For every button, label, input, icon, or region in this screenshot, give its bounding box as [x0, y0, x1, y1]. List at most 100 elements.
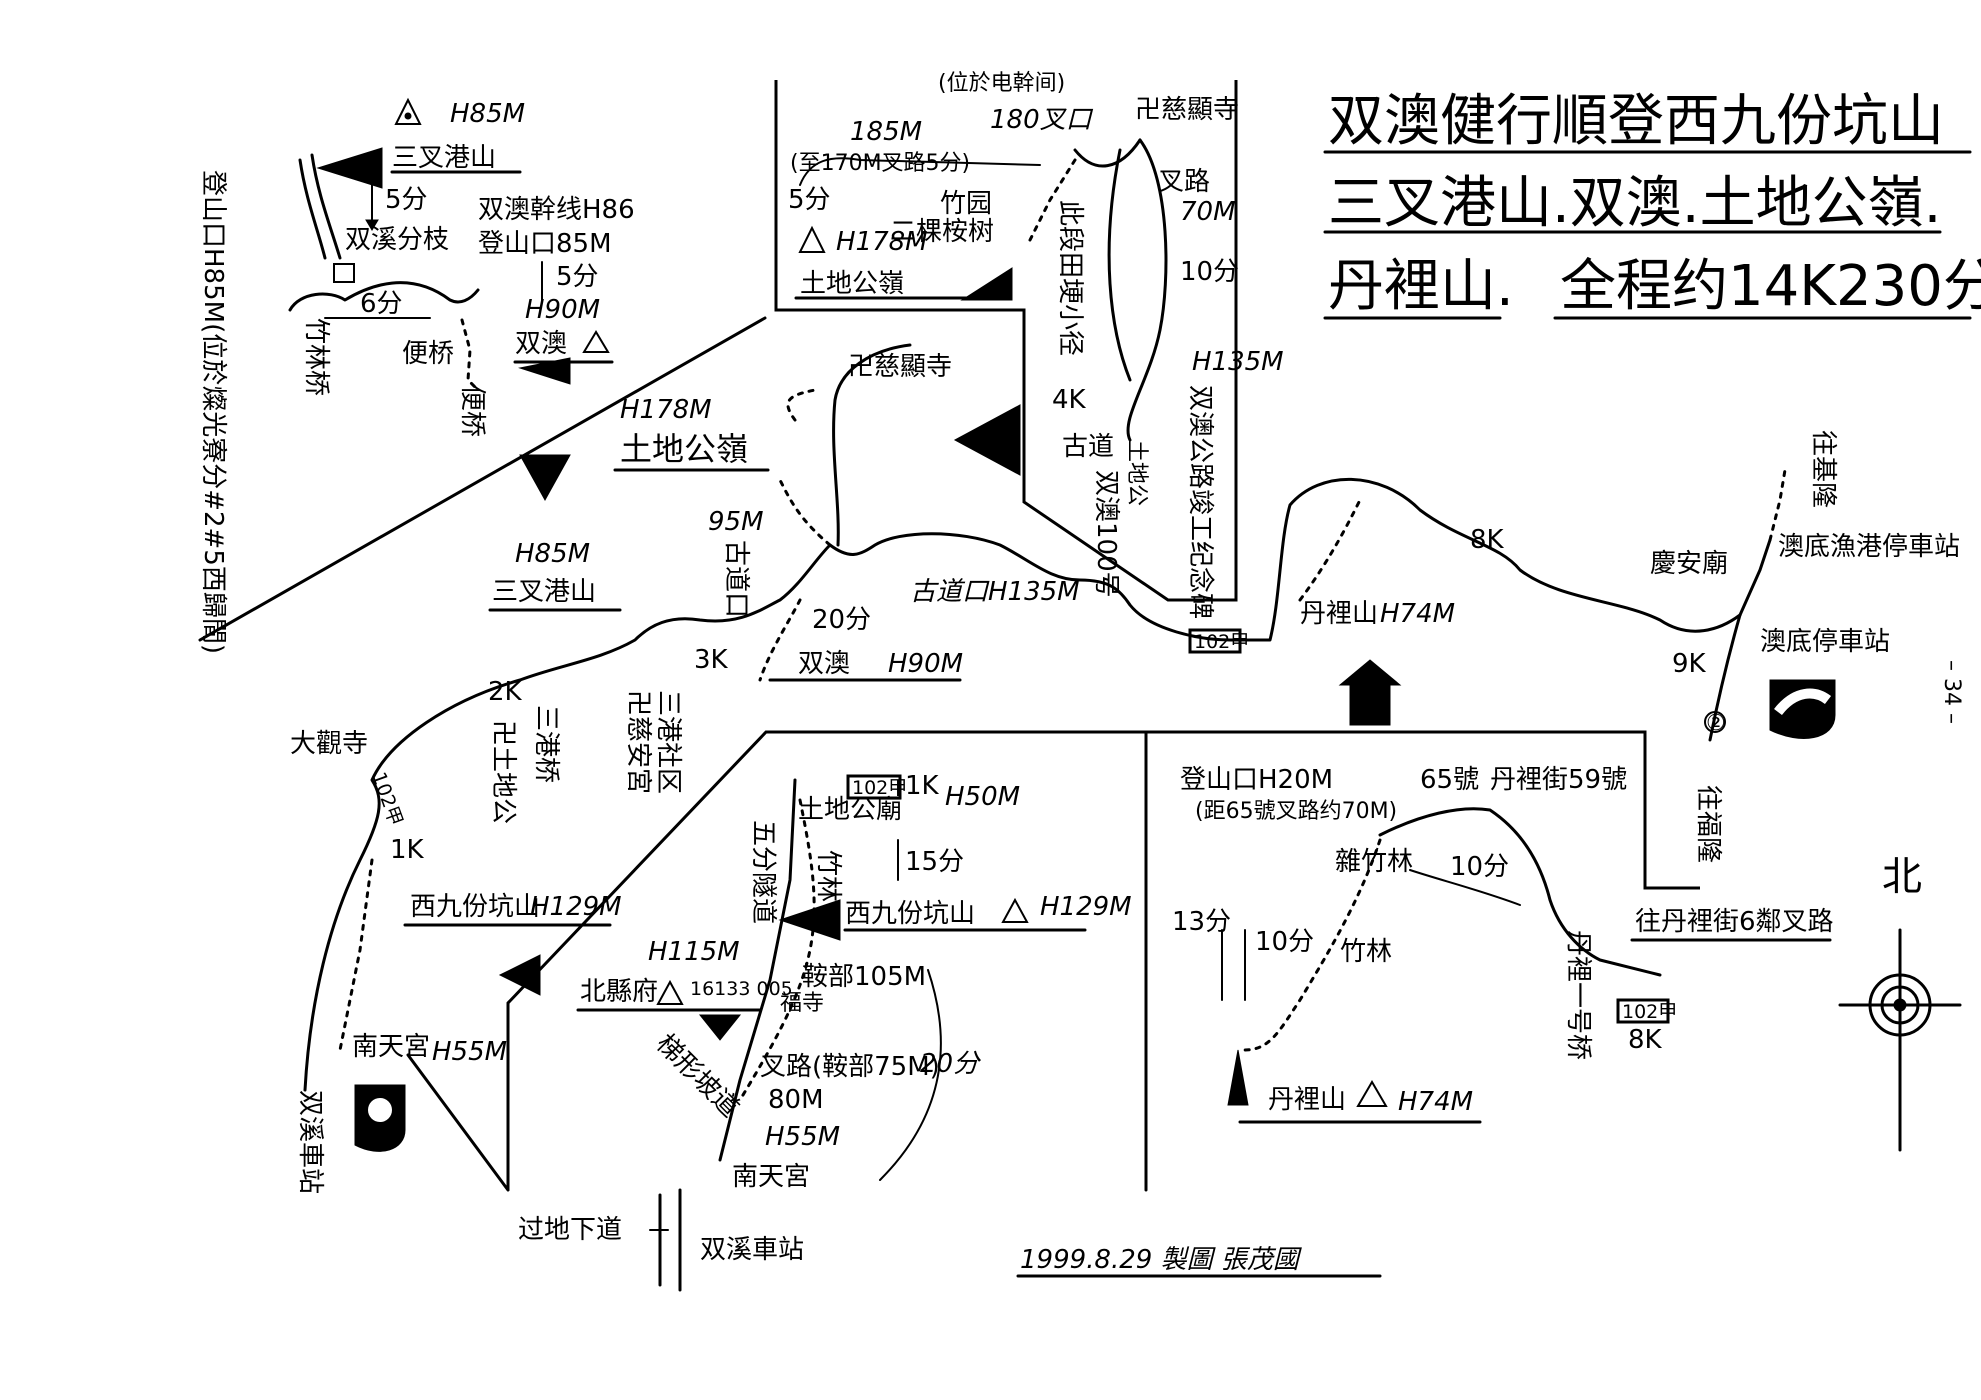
bm-xijiufen: 西九份坑山	[845, 899, 975, 929]
main-tudigongling: 土地公嶺	[620, 430, 748, 468]
main-h90: H90M	[888, 649, 963, 679]
bm-h50: H50M	[945, 782, 1020, 812]
bm-saddle: 叉路(鞍部75M)	[760, 1052, 940, 1082]
old-road-dashed	[778, 478, 832, 547]
tm-temple: 卍慈顯寺	[1135, 95, 1239, 125]
main-community: 三港社区	[653, 690, 683, 794]
tm-d70: 70M	[1180, 197, 1236, 227]
title-line-2: 三叉港山.双澳.土地公嶺.	[1328, 171, 1941, 236]
tl-summit-name: 三叉港山	[392, 143, 496, 173]
br-bamboo1: 雜竹林	[1335, 847, 1413, 877]
main-k2: 2K	[488, 677, 523, 707]
arrow-up-icon	[1338, 659, 1402, 686]
arrow-down-icon	[519, 454, 571, 502]
main-k3: 3K	[694, 645, 729, 675]
bm-tudigong-temple: 土地公廟	[798, 795, 902, 825]
tl-time-6: 6分	[360, 289, 403, 319]
tl-pavilion-icon	[333, 263, 355, 283]
main-shuangao: 双澳	[798, 649, 850, 679]
br-triangle-icon	[1356, 1080, 1388, 1107]
tl-time-5a: 5分	[385, 185, 428, 215]
tm-road-2	[1107, 148, 1132, 382]
bm-triangle-icon-2	[656, 979, 684, 1005]
summit-flag-icon	[316, 147, 383, 189]
bm-road	[718, 778, 797, 1162]
tm-vertical-path: 此段田埂小径	[1055, 200, 1085, 356]
main-road-north	[832, 343, 912, 547]
main-time20: 20分	[812, 605, 871, 635]
bm-horse-shrine: 鞍部105M	[802, 962, 926, 992]
tm-road	[1126, 138, 1168, 442]
page-number: – 34 –	[1939, 660, 1964, 724]
main-aodi-station: 澳底停車站	[1760, 627, 1890, 657]
inset-top-mid: (位於电幹间) 185M (至170M叉路5分) 5分 180叉口 卍慈顯寺 竹…	[788, 71, 1284, 619]
main-h129: H129M	[530, 892, 622, 922]
br-summit: 丹裡山	[1268, 1085, 1346, 1115]
tm-path-1	[799, 157, 1041, 186]
bm-trail	[738, 798, 816, 1102]
bm-station: 双溪車站	[700, 1235, 804, 1265]
compass-outer-icon	[1868, 973, 1932, 1037]
title-line-3a: 丹裡山.	[1328, 254, 1514, 319]
main-h178: H178M	[620, 395, 712, 425]
bm-d80: 80M	[768, 1085, 824, 1115]
tl-fork: 双溪分枝	[345, 225, 449, 255]
br-time10a: 10分	[1450, 852, 1509, 882]
br-note: (距65號叉路约70M)	[1195, 799, 1397, 824]
tm-h185: 185M	[850, 117, 922, 147]
bm-route102-sign	[846, 774, 902, 800]
main-to-jilong: 往基隆	[1808, 430, 1838, 508]
arrow-up-stem-icon	[1349, 684, 1391, 726]
main-k8: 8K	[1470, 525, 1505, 555]
main-h55: H55M	[432, 1037, 507, 1067]
br-danli59: 丹裡街59號	[1490, 765, 1627, 795]
main-nantian: 南天宮	[352, 1032, 430, 1062]
inset-bottom-mid: 102甲 1K H50M 土地公廟 五分隧道 竹林 15分 西九份坑山 H129…	[518, 771, 1132, 1292]
arrow-left-icon	[953, 404, 1021, 476]
main-k1: 1K	[390, 835, 425, 865]
north-arrow: 北	[1838, 854, 1962, 1152]
br-k8: 8K	[1628, 1025, 1663, 1055]
tm-bamboo: 竹园	[940, 189, 992, 219]
tm-k4: 4K	[1052, 385, 1087, 415]
tm-shrine: 土地公	[1124, 440, 1149, 506]
tudigong-dashed	[786, 388, 817, 422]
inset-bottom-frame	[506, 730, 1700, 1190]
br-fork6: 往丹裡街6鄰叉路	[1635, 907, 1834, 937]
tm-time5: 5分	[788, 185, 831, 215]
br-trailhead: 登山口H20M	[1180, 765, 1333, 795]
main-temple-qingan: 慶安廟	[1650, 549, 1728, 579]
inset-top-left: H85M 三叉港山 登山口H85M(位於燦光寮分#2#5西歸間) 5分 双溪分枝…	[198, 97, 635, 654]
bm-time20: 20分	[920, 1049, 981, 1079]
compass-center-icon	[1893, 998, 1907, 1012]
inset-bottom-right: 登山口H20M (距65號叉路约70M) 65號 丹裡街59號 雜竹林 10分 …	[1172, 765, 1834, 1124]
shuangao-triangle-icon	[582, 330, 610, 353]
br-bamboo2: 竹林	[1340, 937, 1392, 967]
main-aodi-port: 澳底漁港停車站	[1778, 532, 1960, 562]
br-h74: H74M	[1398, 1087, 1473, 1117]
arrow-down-icon	[365, 219, 379, 231]
bm-triangle-icon	[1001, 897, 1029, 923]
aodi-road	[1738, 538, 1772, 617]
main-h95: 95M	[708, 507, 764, 537]
bm-time15: 15分	[905, 847, 964, 877]
tm-road-no: 双澳100号	[1091, 470, 1121, 598]
arrow-left-icon-2	[498, 954, 541, 996]
bm-fork-nanti: 福寺	[780, 991, 824, 1016]
tl-trailhead-line: 双澳幹线H86	[478, 195, 635, 225]
bm-flag-icon	[778, 899, 841, 941]
main-xijiufen: 西九份坑山	[410, 892, 540, 922]
br-time-arrow	[1409, 869, 1521, 906]
tl-time-5b: 5分	[556, 262, 599, 292]
tm-fork-path: 叉路	[1158, 167, 1210, 197]
route-2-icon	[1704, 711, 1726, 733]
tl-trail-lower	[288, 281, 480, 312]
tm-note: (位於电幹间)	[938, 71, 1065, 96]
main-route: 卍慈顯寺 H178M 土地公嶺 95M 古道口 古道口H135M 20分 H85…	[290, 343, 1960, 1194]
bm-h115: H115M	[648, 937, 740, 967]
main-sanchagang: 三叉港山	[492, 577, 596, 607]
compass-inner-icon	[1880, 985, 1920, 1025]
tm-dashed-1	[1028, 158, 1077, 242]
br-no65: 65號	[1420, 765, 1479, 795]
tl-bridge1: 竹林桥	[301, 318, 331, 396]
